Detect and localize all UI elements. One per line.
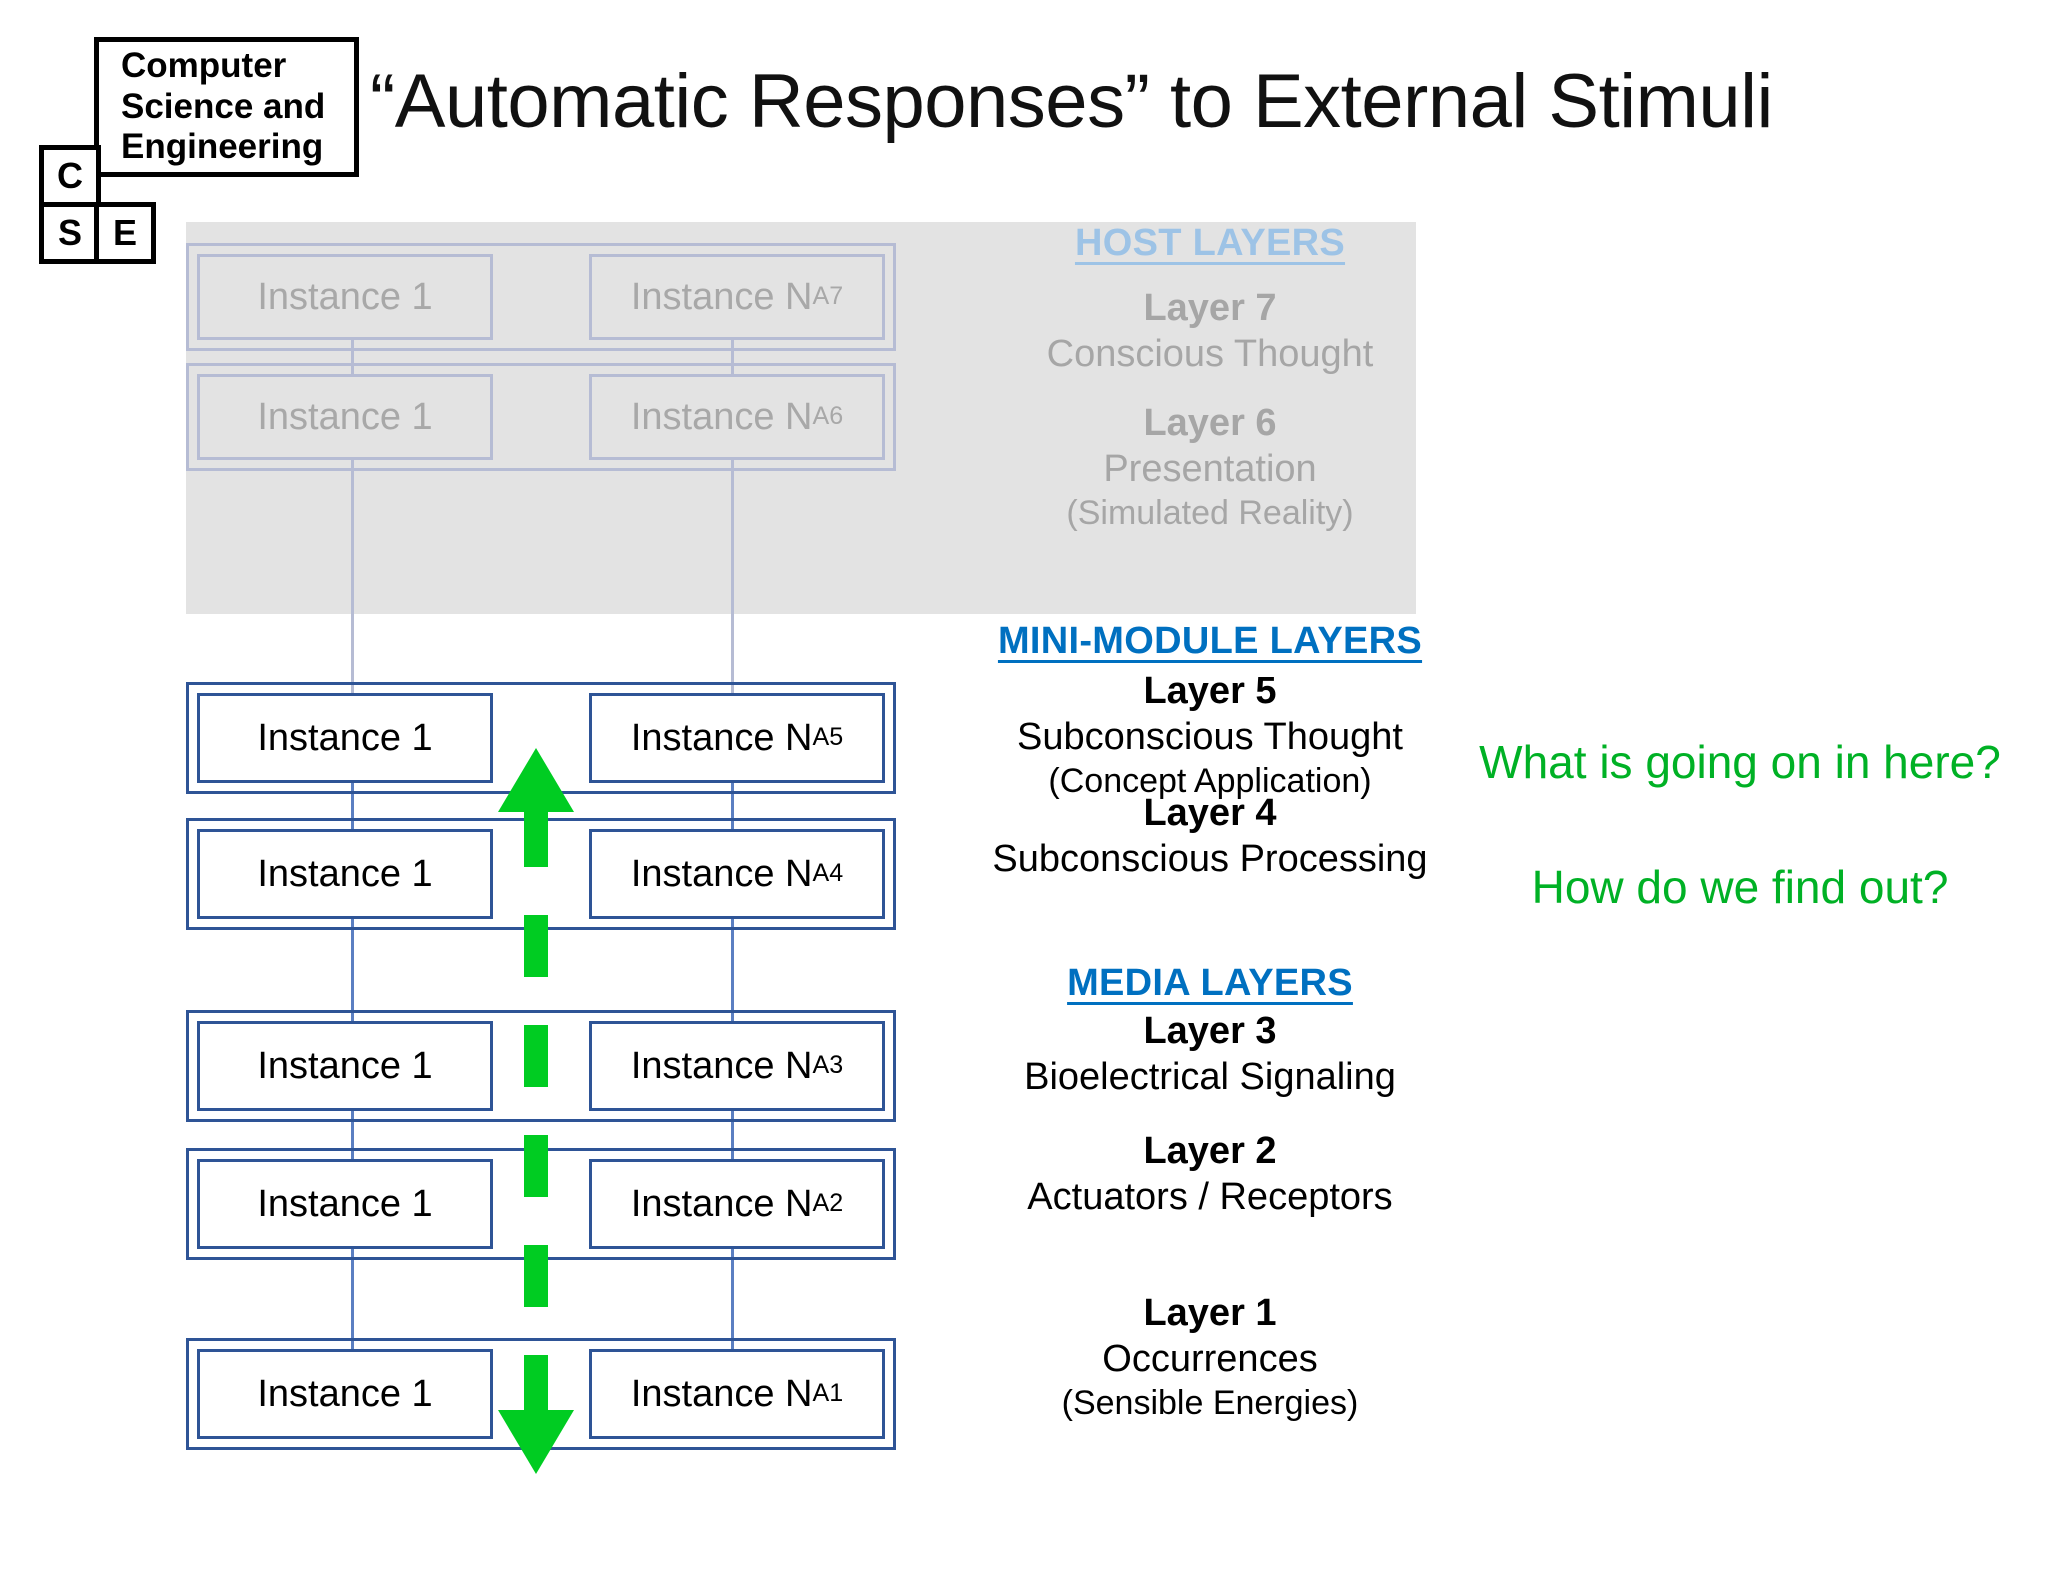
layer-title: Presentation — [1103, 448, 1317, 491]
layer-number: Layer 6 — [1143, 402, 1277, 444]
instance-label: Instance 1 — [257, 1182, 433, 1225]
instance-label: Instance 1 — [257, 1372, 433, 1415]
instance-label: Instance 1 — [257, 275, 433, 318]
layer-connector-line — [351, 337, 354, 375]
layer-connector-line — [351, 780, 354, 830]
instance-subscript: A3 — [812, 1051, 844, 1080]
layer-title: Subconscious Thought — [1017, 716, 1403, 759]
instance-subscript: A1 — [812, 1379, 844, 1408]
group-heading-media: MEDIA LAYERS — [1067, 962, 1353, 1004]
logo-letter-s: S — [39, 202, 101, 264]
instance-label: Instance 1 — [257, 395, 433, 438]
layer-connector-line — [731, 1108, 734, 1160]
instance-subscript: A5 — [812, 723, 844, 752]
instance-label: Instance N — [630, 852, 813, 895]
instance-box[interactable]: Instance 1 — [197, 1159, 493, 1249]
layer-number: Layer 2 — [1143, 1130, 1277, 1172]
layer-outer-frame — [186, 243, 896, 351]
layer-connector-line — [351, 457, 354, 694]
question-text-1: What is going on in here? — [1479, 736, 2001, 788]
logo-letter-e: E — [94, 202, 156, 264]
logo-line-1: Computer — [121, 46, 287, 86]
instance-subscript: A4 — [812, 859, 844, 888]
instance-label: Instance 1 — [257, 1044, 433, 1087]
logo-line-2: Science and — [121, 86, 326, 126]
logo-line-3: Engineering — [121, 127, 324, 167]
layer-number: Layer 1 — [1143, 1292, 1277, 1334]
instance-box[interactable]: Instance 1 — [197, 693, 493, 783]
layer-connector-line — [731, 916, 734, 1022]
group-heading-host: HOST LAYERS — [1074, 222, 1346, 264]
layer-subtitle: (Concept Application) — [1048, 761, 1372, 800]
instance-label: Instance 1 — [257, 852, 433, 895]
instance-subscript: A2 — [812, 1189, 844, 1218]
page-title: “Automatic Responses” to External Stimul… — [370, 59, 1773, 144]
instance-box[interactable]: Instance 1 — [197, 254, 493, 340]
layer-title: Bioelectrical Signaling — [1024, 1056, 1396, 1099]
instance-subscript: A6 — [812, 402, 844, 431]
layer-title: Subconscious Processing — [992, 838, 1428, 881]
logo-letter-c: C — [39, 145, 101, 207]
group-heading-mini: MINI-MODULE LAYERS — [997, 620, 1423, 662]
instance-box[interactable]: Instance 1 — [197, 1349, 493, 1439]
layer-number: Layer 3 — [1143, 1010, 1277, 1052]
layer-connector-line — [351, 916, 354, 1022]
instance-label: Instance N — [630, 1044, 813, 1087]
cse-logo: Computer Science and Engineering C S E — [30, 32, 360, 264]
layer-connector-line — [731, 337, 734, 375]
instance-label: Instance N — [630, 395, 813, 438]
instance-label: Instance N — [630, 1182, 813, 1225]
layer-outer-frame — [186, 363, 896, 471]
instance-subscript: A7 — [812, 282, 844, 311]
layer-title: Conscious Thought — [1046, 333, 1374, 376]
layer-number: Layer 7 — [1143, 287, 1277, 329]
layer-number: Layer 4 — [1143, 792, 1277, 834]
layer-subtitle: (Sensible Energies) — [1061, 1383, 1359, 1422]
layer-connector-line — [351, 1108, 354, 1160]
instance-box[interactable]: Instance 1 — [197, 374, 493, 460]
instance-box[interactable]: Instance 1 — [197, 829, 493, 919]
question-text-2: How do we find out? — [1531, 861, 1949, 913]
logo-main-box: Computer Science and Engineering — [94, 37, 359, 177]
layer-title: Occurrences — [1102, 1338, 1318, 1381]
layer-subtitle: (Simulated Reality) — [1066, 493, 1354, 532]
layer-connector-line — [351, 1246, 354, 1350]
instance-label: Instance 1 — [257, 716, 433, 759]
layer-connector-line — [731, 780, 734, 830]
layer-connector-line — [731, 1246, 734, 1350]
instance-label: Instance N — [630, 275, 813, 318]
layer-title: Actuators / Receptors — [1027, 1176, 1393, 1219]
instance-label: Instance N — [630, 716, 813, 759]
layer-number: Layer 5 — [1143, 670, 1277, 712]
instance-label: Instance N — [630, 1372, 813, 1415]
layer-connector-line — [731, 457, 734, 694]
instance-box[interactable]: Instance 1 — [197, 1021, 493, 1111]
